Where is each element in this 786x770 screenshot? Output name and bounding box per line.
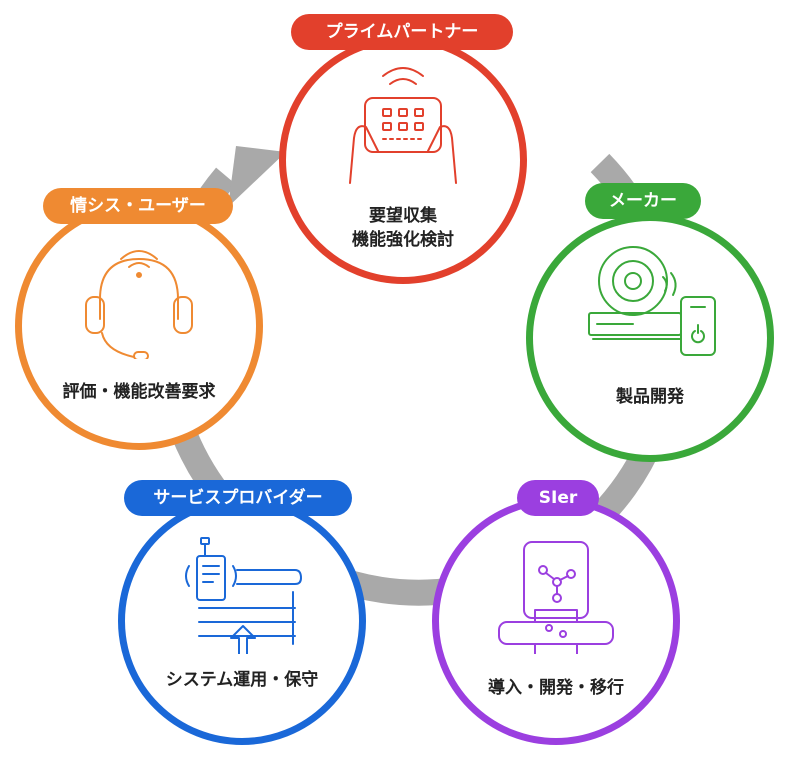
disc-device-phone-icon: [588, 246, 716, 356]
phone-watch-network-icon: [498, 541, 614, 654]
node-user: 評価・機能改善要求: [15, 202, 263, 450]
label-pill-prime-partner: プライムパートナー: [291, 14, 513, 50]
node-text-line: 製品開発: [616, 387, 684, 407]
node-service-provider: システム運用・保守: [118, 497, 366, 745]
node-prime-partner: 要望収集 機能強化検討: [279, 36, 527, 284]
label-pill-sier: SIer: [517, 480, 599, 516]
server-transmitter-icon: [185, 537, 302, 654]
node-text-line: 導入・開発・移行: [488, 678, 624, 698]
node-maker: 製品開発: [526, 214, 774, 462]
label-pill-maker: メーカー: [585, 183, 701, 219]
tablet-hands-icon: [349, 67, 457, 184]
node-text-line: 評価・機能改善要求: [62, 382, 216, 402]
node-text-line: システム運用・保守: [165, 670, 319, 690]
cycle-arrowhead: [228, 146, 286, 207]
node-text-line: 要望収集: [369, 206, 437, 226]
label-pill-service-provider: サービスプロバイダー: [124, 480, 352, 516]
headset-icon: [85, 250, 193, 359]
node-text-line: 機能強化検討: [352, 230, 454, 250]
label-pill-user: 情シス・ユーザー: [43, 188, 233, 224]
node-sier: 導入・開発・移行: [432, 497, 680, 745]
